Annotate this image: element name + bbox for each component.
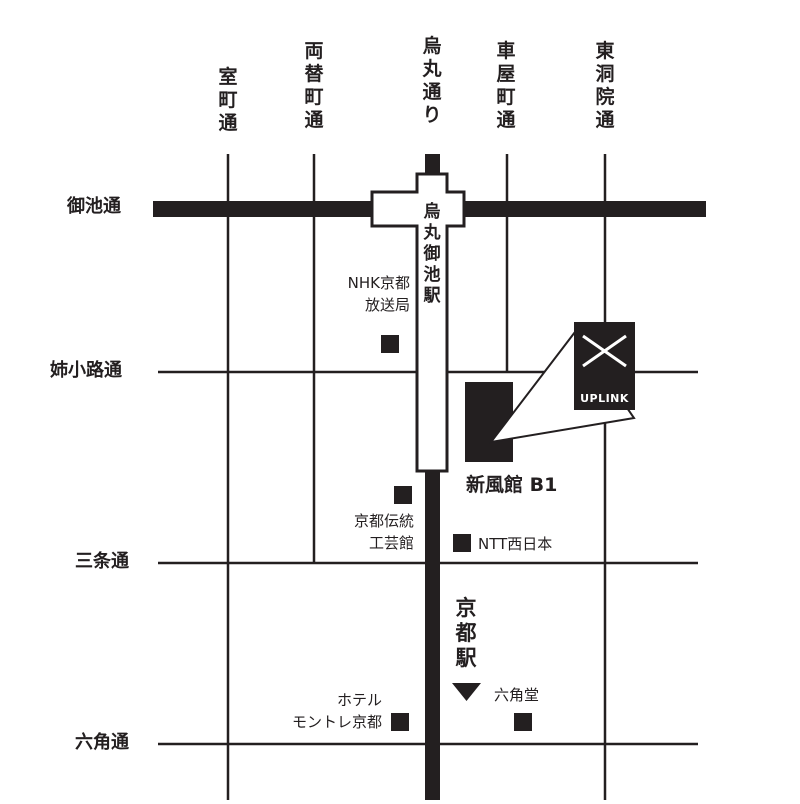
shinpukan-label: 新風館 B1 xyxy=(466,474,558,496)
muromachi-street-label: 室町通 xyxy=(218,66,238,134)
hotel-label-line1: ホテル xyxy=(336,691,382,709)
kurumayamachi-street-label: 車屋町通 xyxy=(496,40,516,131)
uplink-logo-cross-b xyxy=(582,334,627,368)
nhk-marker xyxy=(381,335,399,353)
karasuma-oike-station-label: 烏丸御池駅 xyxy=(423,202,441,306)
nhk-label-line1: NHK京都 xyxy=(347,274,410,292)
uplink-logo-text: UPLINK xyxy=(580,392,629,405)
rokkakudo-marker xyxy=(514,713,532,731)
ntt-label: NTT西日本 xyxy=(478,535,553,553)
hotel-marker xyxy=(391,713,409,731)
karasuma-oike-station-outline xyxy=(370,172,466,473)
crafts-label: 京都伝統 工芸館 xyxy=(326,510,414,554)
crafts-label-line1: 京都伝統 xyxy=(353,512,414,530)
shinpukan-building xyxy=(465,382,513,462)
crafts-label-line2: 工芸館 xyxy=(368,534,414,552)
rokkaku-street-label: 六角通 xyxy=(75,732,129,753)
crafts-marker xyxy=(394,486,412,504)
hotel-label: ホテル モントレ京都 xyxy=(262,689,382,733)
sanjo-street-label: 三条通 xyxy=(75,551,129,572)
nhk-label-line2: 放送局 xyxy=(364,296,410,314)
hotel-label-line2: モントレ京都 xyxy=(291,713,382,731)
ntt-marker xyxy=(453,534,471,552)
higashinotoin-street-label: 東洞院通 xyxy=(595,40,615,131)
kyoto-station-label: 京都駅 xyxy=(455,596,477,670)
rokkakudo-label: 六角堂 xyxy=(494,686,540,704)
kyoto-station-direction-icon xyxy=(452,683,481,701)
nhk-label: NHK京都 放送局 xyxy=(322,272,410,316)
ryogaemachi-street-label: 両替町通 xyxy=(304,40,324,131)
oike-street-label: 御池通 xyxy=(67,196,121,217)
aneyakoji-street-label: 姉小路通 xyxy=(50,360,122,381)
karasuma-street-label: 烏丸通り xyxy=(422,35,442,126)
